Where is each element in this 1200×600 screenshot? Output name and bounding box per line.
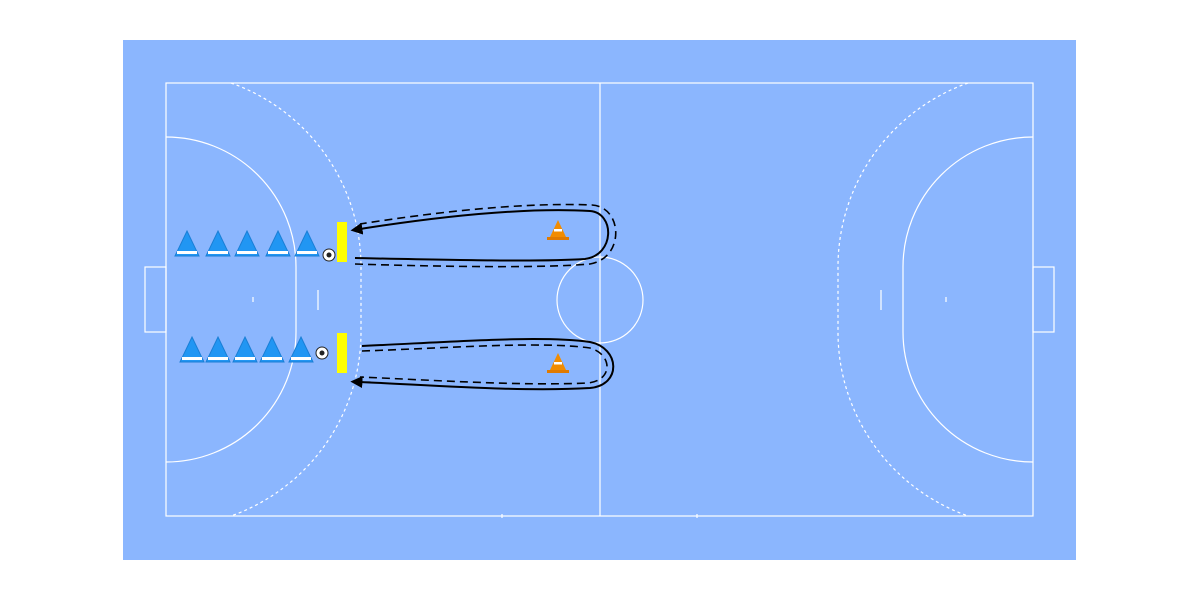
run-path-bottom [359,344,608,385]
ball-icon [322,248,336,262]
court-lines [144,82,1055,518]
player-group-top [174,220,569,262]
goal-area-left [165,136,297,463]
movement-paths [350,203,617,391]
goal-left [144,266,167,333]
center-circle [556,256,644,344]
free-throw-line-left [230,82,362,517]
dribble-path-bottom [350,338,615,391]
dribble-path-top [350,209,610,262]
player-group-bottom [179,333,569,373]
goal-area-right [902,136,1034,463]
ball-icon [315,346,329,360]
goal-right [1032,266,1055,333]
gate-marker [337,222,347,262]
gate-marker [337,333,347,373]
free-throw-line-right [837,82,969,517]
run-path-top [354,203,617,268]
